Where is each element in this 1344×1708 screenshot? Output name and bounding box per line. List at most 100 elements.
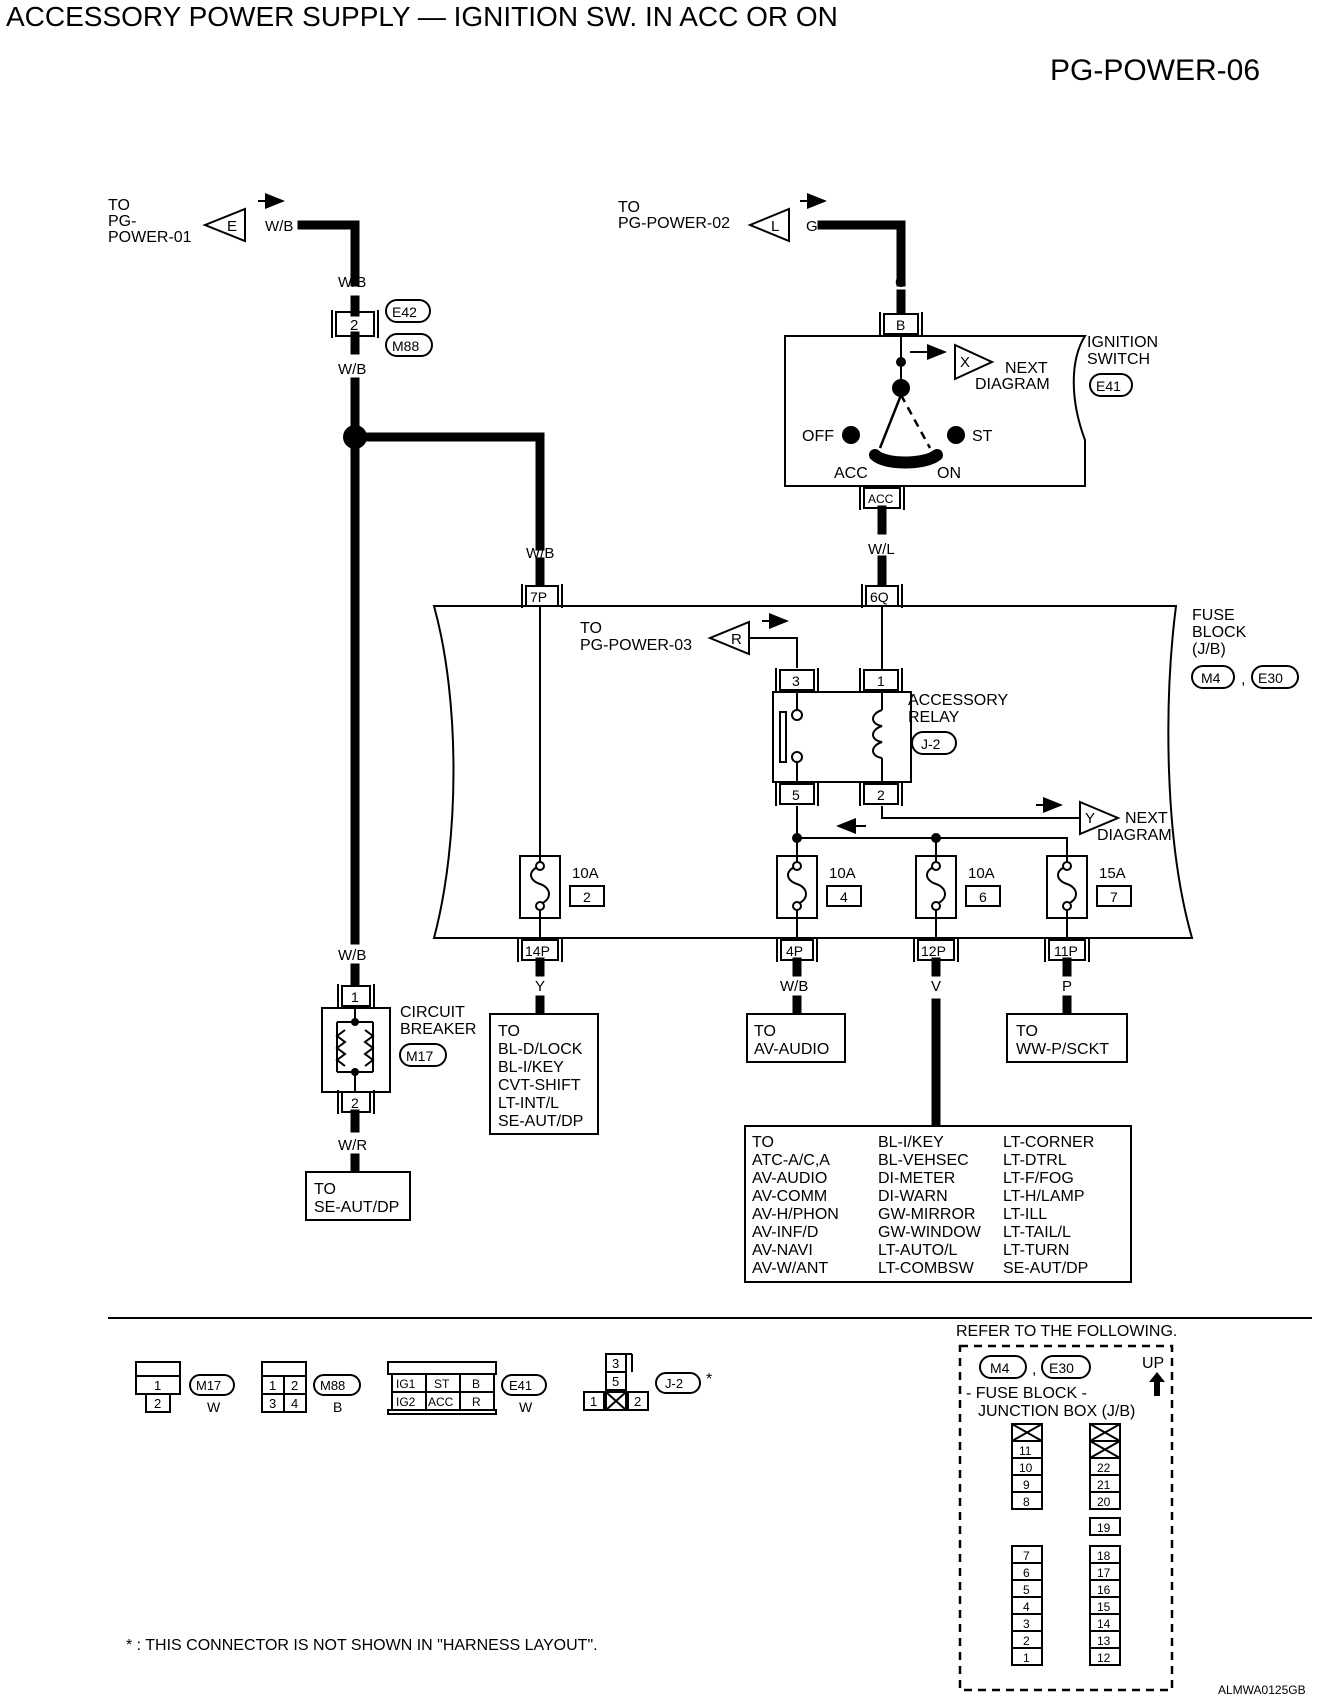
- svg-text:2: 2: [583, 889, 591, 905]
- page-id: PG-POWER-06: [1050, 54, 1260, 87]
- svg-text:2: 2: [291, 1378, 298, 1393]
- legend-e41: IG1 ST B IG2 ACC R E41 W: [387, 1361, 547, 1415]
- wire-label-wb-audio: W/B: [780, 978, 808, 995]
- svg-text:WW-P/SCKT: WW-P/SCKT: [1016, 1041, 1109, 1058]
- svg-text:PG-: PG-: [108, 213, 136, 230]
- svg-text:4: 4: [291, 1396, 298, 1411]
- dest-av-audio: TO AV-AUDIO: [746, 1013, 846, 1063]
- svg-text:E42: E42: [392, 304, 417, 320]
- fuse-7: 15A 7: [1046, 855, 1132, 919]
- svg-text:LT-AUTO/L: LT-AUTO/L: [878, 1242, 958, 1259]
- svg-text:ATC-A/C,A: ATC-A/C,A: [752, 1152, 830, 1169]
- svg-text:2: 2: [350, 317, 358, 334]
- svg-text:LT-ILL: LT-ILL: [1003, 1206, 1047, 1223]
- splice-dot: [343, 425, 367, 449]
- svg-text:FUSE: FUSE: [1192, 607, 1235, 624]
- circuit-breaker: 1 2 CIRCUIT BREAKER M17: [321, 984, 476, 1114]
- wire-label-wb-right: W/B: [526, 545, 554, 562]
- svg-text:NEXT: NEXT: [1125, 810, 1168, 827]
- svg-text:ACC: ACC: [428, 1395, 454, 1409]
- svg-text:CVT-SHIFT: CVT-SHIFT: [498, 1077, 581, 1094]
- ignition-switch: B X NEXT DIAGRAM OFF ST ACC ON IGNITION …: [784, 312, 1158, 510]
- svg-text:AV-H/PHON: AV-H/PHON: [752, 1206, 839, 1223]
- svg-text:10A: 10A: [572, 865, 599, 882]
- svg-text:2: 2: [1023, 1634, 1030, 1648]
- svg-text:J-2: J-2: [921, 736, 941, 752]
- svg-text:B: B: [472, 1377, 480, 1391]
- wire-label-p: P: [1062, 978, 1072, 995]
- svg-text:M88: M88: [392, 338, 419, 354]
- svg-text:M17: M17: [406, 1048, 433, 1064]
- svg-text:LT-F/FOG: LT-F/FOG: [1003, 1170, 1074, 1187]
- svg-text:J-2: J-2: [665, 1376, 683, 1391]
- footnote: * : THIS CONNECTOR IS NOT SHOWN IN "HARN…: [126, 1637, 598, 1654]
- svg-text:JUNCTION BOX (J/B): JUNCTION BOX (J/B): [978, 1403, 1135, 1420]
- svg-text:TO: TO: [1016, 1023, 1038, 1040]
- svg-text:10A: 10A: [968, 865, 995, 882]
- wire-label-wb-top: W/B: [338, 274, 366, 291]
- svg-text:4: 4: [1023, 1600, 1030, 1614]
- svg-text:2: 2: [634, 1394, 641, 1409]
- svg-text:*: *: [706, 1371, 712, 1388]
- svg-text:9: 9: [1023, 1478, 1030, 1492]
- svg-text:20: 20: [1097, 1495, 1111, 1509]
- svg-text:X: X: [960, 354, 970, 371]
- svg-text:7P: 7P: [530, 589, 547, 605]
- svg-text:4: 4: [840, 889, 848, 905]
- svg-text:14: 14: [1097, 1617, 1111, 1631]
- svg-text:3: 3: [792, 673, 800, 689]
- svg-text:5: 5: [792, 787, 800, 803]
- svg-text:17: 17: [1097, 1566, 1111, 1580]
- svg-text:10A: 10A: [829, 865, 856, 882]
- svg-text:TO: TO: [580, 620, 602, 637]
- svg-text:E: E: [227, 218, 237, 235]
- svg-text:BL-I/KEY: BL-I/KEY: [498, 1059, 564, 1076]
- svg-text:GW-WINDOW: GW-WINDOW: [878, 1224, 982, 1241]
- svg-text:14P: 14P: [525, 943, 550, 959]
- svg-text:18: 18: [1097, 1549, 1111, 1563]
- svg-text:L: L: [771, 218, 779, 235]
- wire-label-wl: W/L: [868, 541, 895, 558]
- dest-ww: TO WW-P/SCKT: [1006, 1013, 1128, 1063]
- svg-text:TO: TO: [108, 197, 130, 214]
- diagram-title: ACCESSORY POWER SUPPLY — IGNITION SW. IN…: [6, 1, 838, 32]
- svg-text:M88: M88: [320, 1378, 345, 1393]
- svg-text:3: 3: [1023, 1617, 1030, 1631]
- svg-text:PG-POWER-02: PG-POWER-02: [618, 215, 730, 232]
- svg-text:ON: ON: [937, 465, 961, 482]
- svg-text:BL-I/KEY: BL-I/KEY: [878, 1134, 944, 1151]
- svg-text:13: 13: [1097, 1634, 1111, 1648]
- svg-text:AV-AUDIO: AV-AUDIO: [754, 1041, 829, 1058]
- svg-text:W/B: W/B: [265, 218, 293, 235]
- wire-label-v: V: [931, 978, 941, 995]
- svg-text:AV-COMM: AV-COMM: [752, 1188, 827, 1205]
- svg-text:,: ,: [1241, 671, 1245, 688]
- svg-text:ACCESSORY: ACCESSORY: [908, 692, 1009, 709]
- svg-text:LT-DTRL: LT-DTRL: [1003, 1152, 1067, 1169]
- wire-label-g: G: [895, 274, 907, 291]
- svg-text:AV-AUDIO: AV-AUDIO: [752, 1170, 827, 1187]
- svg-text:LT-INT/L: LT-INT/L: [498, 1095, 559, 1112]
- svg-text:SE-AUT/DP: SE-AUT/DP: [498, 1113, 583, 1130]
- svg-text:- FUSE BLOCK -: - FUSE BLOCK -: [966, 1385, 1087, 1402]
- fuse-4: 10A 4: [776, 855, 862, 919]
- svg-text:GW-MIRROR: GW-MIRROR: [878, 1206, 975, 1223]
- wire-label-wr: W/R: [338, 1137, 367, 1154]
- svg-text:(J/B): (J/B): [1192, 641, 1226, 658]
- svg-text:AV-W/ANT: AV-W/ANT: [752, 1260, 828, 1277]
- svg-text:E30: E30: [1049, 1360, 1074, 1376]
- dest-bl-list: TO BL-D/LOCK BL-I/KEY CVT-SHIFT LT-INT/L…: [489, 1013, 599, 1135]
- svg-text:8: 8: [1023, 1495, 1030, 1509]
- joint-connector-e42-m88: 2 E42 M88: [331, 299, 433, 357]
- svg-text:BL-VEHSEC: BL-VEHSEC: [878, 1152, 969, 1169]
- svg-text:3: 3: [269, 1396, 276, 1411]
- svg-text:1: 1: [1023, 1651, 1030, 1665]
- svg-text:POWER-01: POWER-01: [108, 229, 192, 246]
- offpage-e: TO PG- POWER-01 E W/B: [108, 193, 293, 246]
- svg-text:2: 2: [877, 787, 885, 803]
- svg-text:LT-COMBSW: LT-COMBSW: [878, 1260, 975, 1277]
- refer-section: REFER TO THE FOLLOWING. M4 , E30 UP - FU…: [956, 1323, 1177, 1692]
- svg-text:12: 12: [1097, 1651, 1111, 1665]
- svg-text:AV-INF/D: AV-INF/D: [752, 1224, 818, 1241]
